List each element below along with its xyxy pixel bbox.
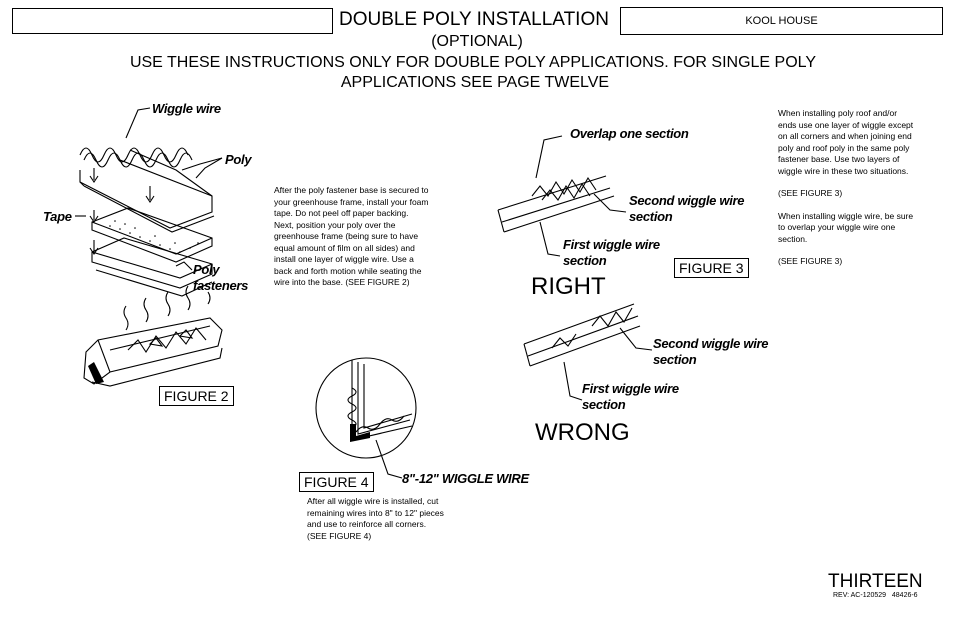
instruction-line: greenhouse frame (being sure to have — [274, 231, 419, 241]
instruction-line: Next, position your poly over the — [274, 219, 396, 230]
right-label: RIGHT — [531, 273, 606, 300]
instructions-center: After the poly fastener base is secured … — [274, 185, 454, 289]
callout-wrong-second-1: Second wiggle wire — [653, 336, 769, 351]
figure2-label: FIGURE 2 — [159, 386, 234, 406]
figure-reference: (SEE FIGURE 3) — [778, 256, 843, 266]
callout-tape: Tape — [43, 209, 72, 224]
callout-wrong-first-1: First wiggle wire — [582, 381, 679, 396]
callout-poly-fasteners-2: fasteners — [193, 278, 249, 293]
instruction-line: wire into the base. (SEE FIGURE 2) — [274, 277, 410, 287]
page-title: DOUBLE POLY INSTALLATION — [339, 9, 609, 30]
instruction-line: ends use one layer of wiggle except — [778, 119, 914, 130]
caption-line: After all wiggle wire is installed, cut — [307, 496, 439, 506]
instructions-right: When installing poly roof and/or ends us… — [778, 108, 948, 268]
figure3-label: FIGURE 3 — [674, 258, 749, 278]
page-number-word: THIRTEEN — [828, 571, 923, 592]
caption-line: and use to reinforce all corners. — [307, 519, 427, 529]
callout-wrong-second-2: section — [653, 352, 697, 367]
callout-poly-fasteners-1: Poly — [193, 262, 220, 277]
instruction-line: After the poly fastener base is secured … — [274, 185, 429, 195]
caption-line: remaining wires into 8" to 12" pieces — [307, 507, 444, 518]
figure-reference: (SEE FIGURE 3) — [778, 188, 843, 198]
notice-line-2: APPLICATIONS SEE PAGE TWELVE — [340, 74, 610, 91]
instruction-line: on all corners and when joining end — [778, 131, 912, 141]
instruction-line: When installing wiggle wire, be sure — [778, 210, 914, 221]
callout-poly: Poly — [225, 152, 252, 167]
instruction-line: poly and roof poly in the same poly — [778, 142, 910, 153]
instruction-line: wiggle wire in these two situations. — [778, 165, 909, 176]
brand-box: KOOL HOUSE — [620, 7, 943, 35]
callout-wrong-first-2: section — [582, 397, 626, 412]
callout-wiggle-wire: Wiggle wire — [152, 101, 221, 116]
instruction-line: fastener base. Use two layers of — [778, 154, 900, 164]
revision-code: REV: AC-120529 48426-6 — [833, 592, 918, 599]
instruction-line: When installing poly roof and/or — [778, 108, 898, 118]
callout-right-second-1: Second wiggle wire — [629, 193, 745, 208]
instruction-line: your greenhouse frame, install your foam — [274, 196, 429, 207]
notice-line-1: USE THESE INSTRUCTIONS ONLY FOR DOUBLE P… — [129, 54, 817, 71]
figure4-caption: After all wiggle wire is installed, cut … — [307, 496, 477, 542]
callout-wiggle-wire-pieces: 8"-12" WIGGLE WIRE — [402, 471, 529, 486]
instruction-line: section. — [778, 233, 808, 244]
page-subtitle: (OPTIONAL) — [431, 33, 523, 50]
callout-right-first-2: section — [563, 253, 607, 268]
figure4-label: FIGURE 4 — [299, 472, 374, 492]
caption-line: (SEE FIGURE 4) — [307, 530, 372, 541]
instruction-line: to overlap your wiggle wire one — [778, 222, 896, 232]
instruction-line: equal amount of film on all sides) and — [274, 242, 415, 253]
header-left-box — [12, 8, 333, 34]
wrong-label: WRONG — [535, 419, 630, 446]
callout-right-first-1: First wiggle wire — [563, 237, 660, 252]
instruction-line: back and forth motion while seating the — [274, 265, 422, 276]
instruction-line: install one layer of wiggle wire. Use a — [274, 254, 414, 264]
instruction-line: tape. Do not peel off paper backing. — [274, 208, 409, 218]
brand-name: KOOL HOUSE — [745, 15, 818, 27]
callout-right-second-2: section — [629, 209, 673, 224]
callout-overlap: Overlap one section — [570, 126, 689, 141]
